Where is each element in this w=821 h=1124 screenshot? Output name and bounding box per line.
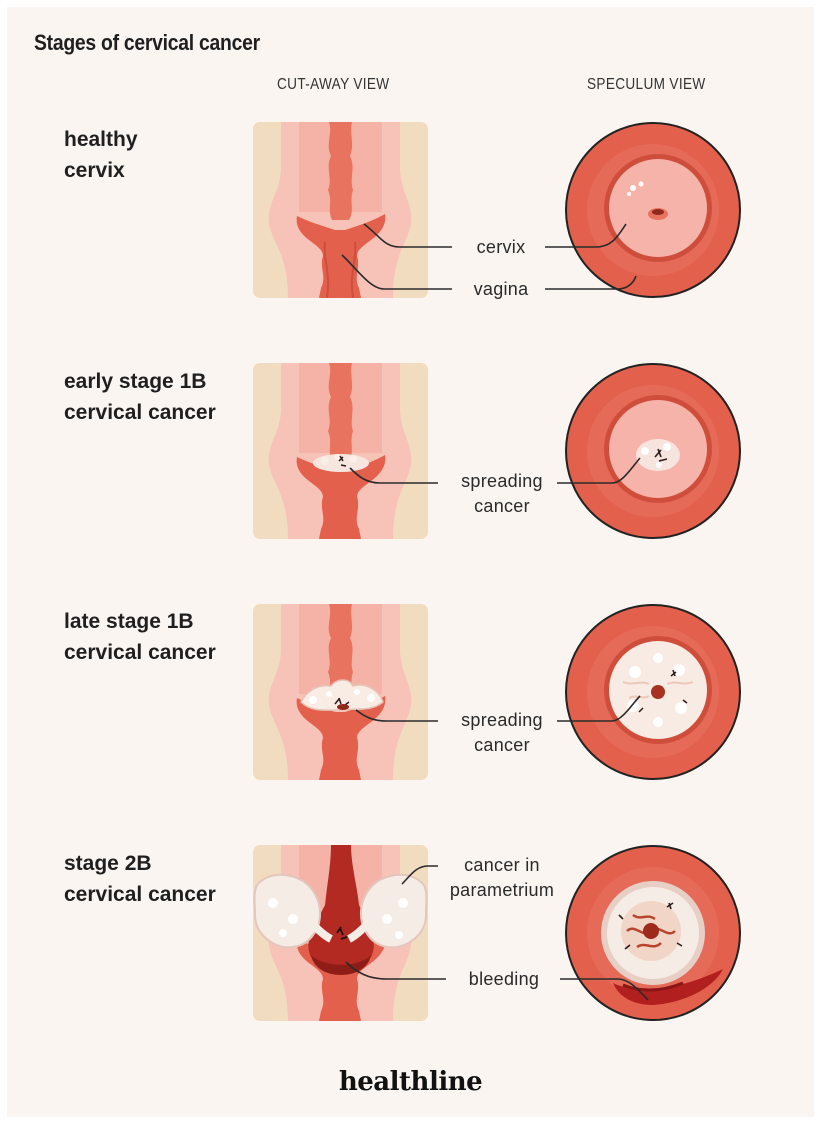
cutaway-panel-2b: [253, 845, 428, 1021]
speculum-view-late-1b: [563, 602, 743, 782]
cutaway-panel-healthy: [253, 122, 428, 298]
speculum-view-healthy: [563, 120, 743, 300]
label-bleeding: bleeding: [454, 967, 554, 992]
column-header-cutaway: CUT-AWAY VIEW: [277, 76, 389, 94]
cutaway-panel-late-1b: [253, 604, 428, 780]
page-title: Stages of cervical cancer: [34, 30, 260, 56]
cutaway-panel-early-1b: [253, 363, 428, 539]
healthline-logo: healthline: [0, 1067, 821, 1097]
label-vagina: vagina: [462, 277, 540, 302]
column-header-speculum: SPECULUM VIEW: [587, 76, 706, 94]
label-cervix: cervix: [462, 235, 540, 260]
speculum-view-2b: [563, 843, 743, 1023]
speculum-view-early-1b: [563, 361, 743, 541]
